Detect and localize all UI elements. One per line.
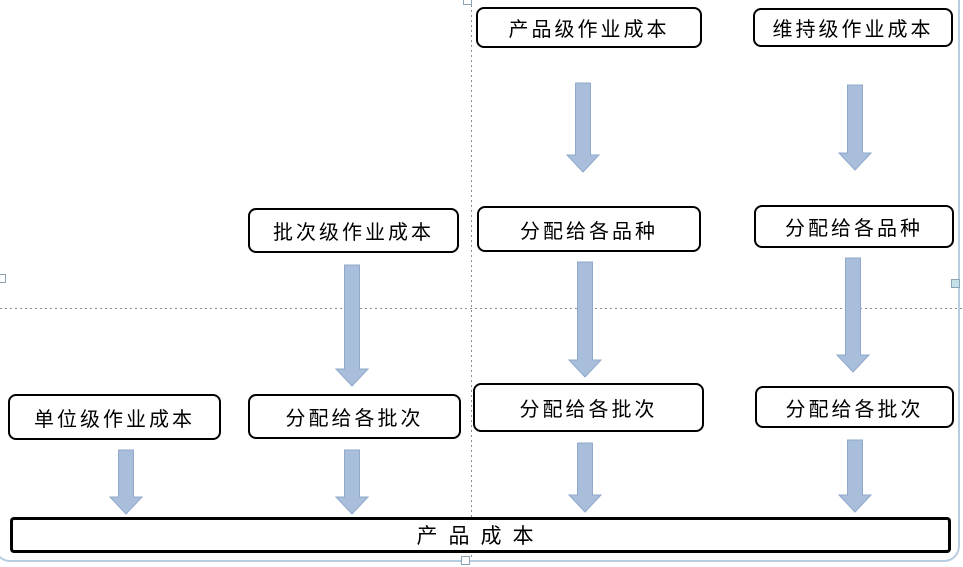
down-block-arrow[interactable] xyxy=(334,264,370,387)
node-sustaining-level-activity-cost[interactable]: 维持级作业成本 xyxy=(753,8,953,47)
down-block-arrow[interactable] xyxy=(565,82,601,173)
down-block-arrow[interactable] xyxy=(837,439,873,513)
node-product-cost[interactable]: 产品成本 xyxy=(10,517,951,553)
node-allocate-to-batches-center[interactable]: 分配给各批次 xyxy=(473,383,704,432)
node-allocate-to-varieties-center[interactable]: 分配给各品种 xyxy=(477,206,701,252)
node-label: 分配给各批次 xyxy=(519,397,658,421)
right-middle-handle[interactable] xyxy=(951,279,960,288)
node-allocate-to-batches-left[interactable]: 分配给各批次 xyxy=(248,394,461,439)
horizontal-dashed-guide xyxy=(0,308,963,309)
node-label: 维持级作业成本 xyxy=(772,17,934,41)
node-product-level-activity-cost[interactable]: 产品级作业成本 xyxy=(476,7,702,48)
node-label: 分配给各品种 xyxy=(520,218,658,243)
down-block-arrow[interactable] xyxy=(567,261,603,378)
node-label: 产品级作业成本 xyxy=(508,17,670,41)
bottom-center-handle[interactable] xyxy=(461,556,470,565)
left-middle-handle[interactable] xyxy=(0,274,6,283)
node-unit-level-activity-cost[interactable]: 单位级作业成本 xyxy=(8,394,221,440)
vertical-dashed-guide xyxy=(471,5,472,560)
node-allocate-to-varieties-right[interactable]: 分配给各品种 xyxy=(754,205,954,248)
node-label: 分配给各品种 xyxy=(785,216,923,240)
node-batch-level-activity-cost[interactable]: 批次级作业成本 xyxy=(248,208,459,253)
node-label: 分配给各批次 xyxy=(785,396,924,421)
node-allocate-to-batches-right[interactable]: 分配给各批次 xyxy=(755,386,954,428)
top-center-handle[interactable] xyxy=(463,0,472,5)
down-block-arrow[interactable] xyxy=(837,84,873,171)
down-block-arrow[interactable] xyxy=(334,449,370,515)
node-label: 产品成本 xyxy=(416,524,545,548)
node-label: 分配给各批次 xyxy=(285,406,424,430)
node-label: 单位级作业成本 xyxy=(34,406,195,431)
down-block-arrow[interactable] xyxy=(567,442,603,513)
down-block-arrow[interactable] xyxy=(835,257,871,373)
down-block-arrow[interactable] xyxy=(108,449,144,515)
node-label: 批次级作业成本 xyxy=(273,220,434,244)
